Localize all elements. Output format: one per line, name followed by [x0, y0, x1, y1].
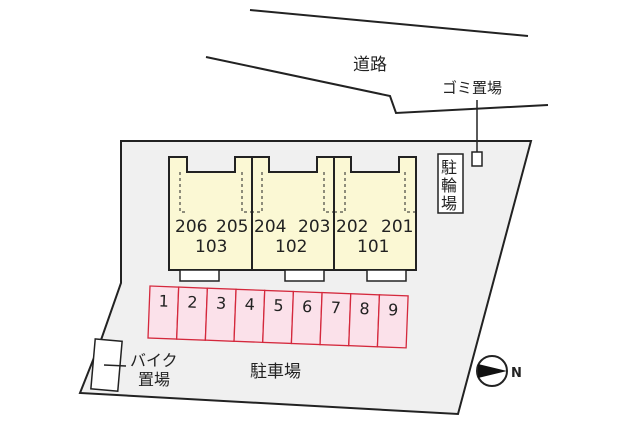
balcony — [179, 269, 220, 282]
unit-number: 103 — [195, 237, 227, 257]
garbage-label: ゴミ置場 — [442, 79, 502, 97]
bicycle-parking-char: 場 — [441, 194, 457, 213]
bicycle-parking — [437, 153, 464, 214]
building: 202 201 101 — [333, 156, 417, 282]
building: 204 203 102 — [251, 156, 335, 282]
unit-number: 202 — [336, 217, 368, 237]
balcony — [284, 269, 325, 282]
parking-space-number: 2 — [187, 292, 198, 311]
parking-space-number: 5 — [273, 296, 284, 315]
bike-parking-label: バイク — [130, 351, 178, 370]
unit-number: 204 — [254, 217, 286, 237]
road-edge-bottom — [205, 56, 549, 115]
bike-parking-label: 置場 — [138, 370, 170, 389]
road-edge-top — [249, 9, 529, 37]
parking-label: 駐車場 — [250, 362, 301, 382]
bike-leader-line — [103, 364, 127, 367]
parking-space-number: 7 — [330, 298, 341, 317]
unit-number: 205 — [216, 217, 248, 237]
bicycle-parking-char: 輪 — [441, 176, 457, 195]
unit-number: 206 — [175, 217, 207, 237]
garbage-area — [471, 151, 483, 167]
parking-space — [376, 294, 409, 349]
parking-space-number: 9 — [388, 300, 399, 319]
bicycle-parking-char: 駐 — [441, 158, 457, 177]
road-label: 道路 — [353, 55, 387, 75]
balcony — [366, 269, 407, 282]
unit-number: 102 — [275, 237, 307, 257]
unit-number: 203 — [298, 217, 330, 237]
parking-space-number: 8 — [359, 299, 370, 318]
compass-north-label: N — [511, 366, 522, 381]
compass-icon — [476, 355, 508, 387]
parking-space-number: 6 — [302, 297, 313, 316]
parking-space-number: 4 — [244, 295, 255, 314]
unit-number: 201 — [381, 217, 413, 237]
building: 206 205 103 — [168, 156, 253, 282]
parking-space-number: 3 — [216, 294, 227, 313]
parking-space-number: 1 — [158, 291, 169, 310]
unit-number: 101 — [357, 237, 389, 257]
